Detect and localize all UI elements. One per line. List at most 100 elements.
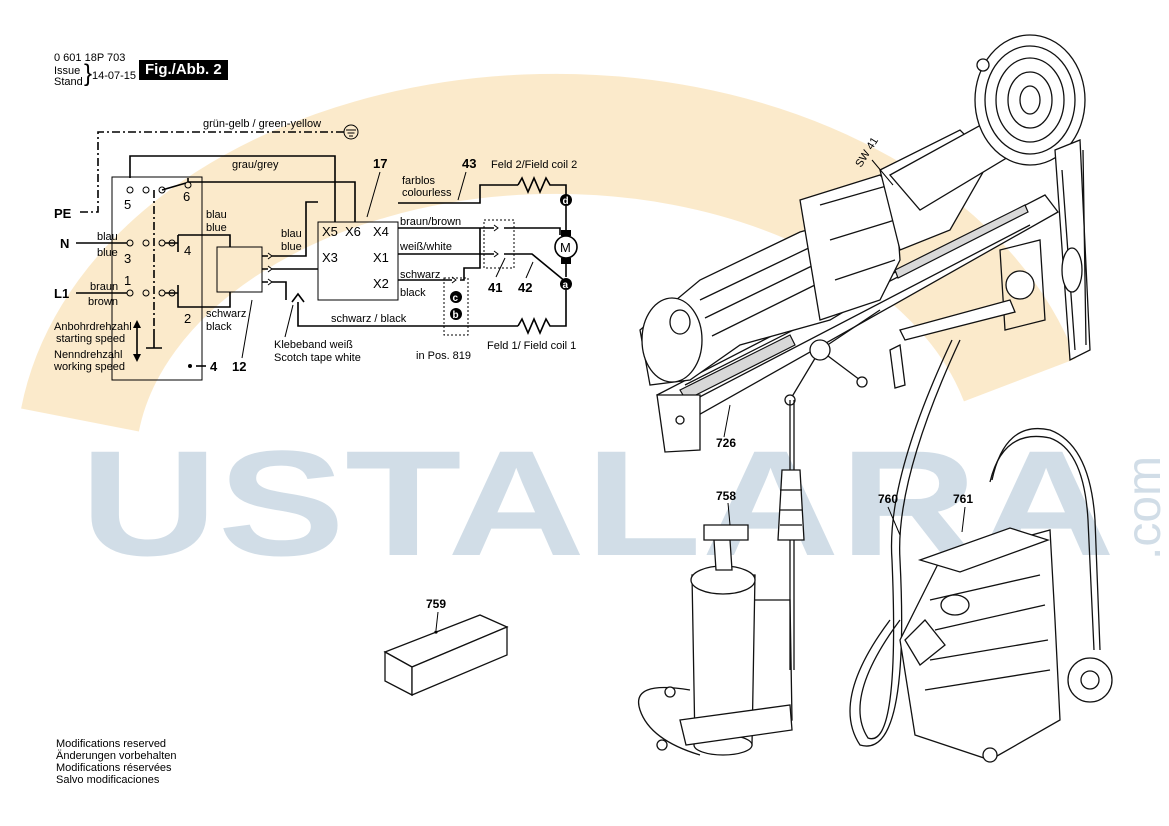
footer-line-2: Änderungen vorbehalten [56,750,177,762]
wire-12-tape [272,281,287,300]
work-speed-en: working speed [53,361,125,373]
node-a-label: a [563,280,569,291]
terminal-4-dot [188,364,192,368]
start-speed-de: Anbohrdrehzahl [54,321,132,333]
ref-42-leader [525,261,534,279]
work-speed-de: Nenndrehzahl [54,349,123,361]
switch-contacts [126,181,192,303]
c12-black-de: schwarz [206,308,246,320]
c12-black-en: black [206,321,232,333]
tape-leader [284,304,294,338]
colourless-wire [398,184,518,204]
node-a [560,278,572,290]
field-coil-1 [517,290,567,336]
switch-frame [111,176,203,381]
watermark-arc [21,73,1077,433]
part-760: 760 [878,492,898,506]
wire-6-x6 [187,178,356,222]
field-coil-2-label: Feld 2/Field coil 2 [491,159,577,171]
core-drill-rig: SW 41 726 [639,34,1091,670]
x2-black-en: black [400,287,426,299]
node-b-label: b [453,310,459,321]
terminal-5: 5 [124,197,131,212]
ref-41-leader [495,257,506,278]
black-black-label: schwarz / black [331,313,407,325]
earth-wire-label: grün-gelb / green-yellow [203,118,321,130]
footer-line-4: Salvo modificaciones [56,774,160,786]
water-tap [777,469,805,541]
part-number: 0 601 18P 703 [54,52,126,64]
ref-41: 41 [488,280,502,295]
white-wire [398,253,567,283]
tape-label-en: Scotch tape white [274,352,361,364]
terminal-6: 6 [183,189,190,204]
part-758: 758 [716,489,736,503]
motor-brush-top [561,230,571,236]
x3-blue-de: blau [281,228,302,240]
ref-43: 43 [462,156,476,171]
drill-top-disc [974,34,1086,166]
part-759: 759 [426,597,446,611]
c12-blue-de: blau [206,209,227,221]
motor-label: M [560,240,571,255]
brown-wire [398,227,561,235]
controller-17 [317,221,399,301]
watermark: USTALARA .com [21,73,1169,587]
n-blue-en: blue [97,247,118,259]
x2-black-de: schwarz [400,269,440,281]
earth-icon [343,124,359,140]
brown-wire-label: braun/brown [400,216,461,228]
pos-819-frame [443,277,469,336]
motor-end-cap [641,297,703,383]
white-wire-label: weiß/white [399,241,452,253]
part-761: 761 [953,492,973,506]
grey-wire [129,155,336,222]
tape-icon [291,292,305,303]
x3-blue-en: blue [281,241,302,253]
field-coil-1-label: Feld 1/ Field coil 1 [487,340,576,352]
vacuum-handle [991,428,1101,651]
issue-brace: } [84,60,93,87]
l1-label: L1 [54,286,69,301]
node-c-label: c [453,293,459,304]
ref-17-leader [366,171,381,218]
c12-blue-en: blue [206,222,227,234]
terminal-4: 4 [184,243,191,258]
issue-date: 14-07-15 [92,70,137,82]
colourless-en: colourless [402,187,452,199]
motor-icon [554,235,578,259]
speed-arrow-icon [133,320,162,362]
terminal-x4: X4 [373,224,389,239]
wire-tape-field1 [297,302,518,327]
water-tank-758: 758 [637,489,793,756]
connector-41 [483,219,515,269]
stand-label: Stand [54,76,83,88]
in-pos-819: in Pos. 819 [416,350,471,362]
node-d [560,194,572,206]
terminal-x3: X3 [322,250,338,265]
footer-notes: Modifications reserved Änderungen vorbeh… [56,738,176,786]
wire-12-x5 [272,201,318,257]
wire-2-12 [177,292,231,308]
ref-12: 12 [232,359,246,374]
node-b [450,308,462,320]
motor-brush-bottom [561,258,571,264]
node-c [450,291,462,303]
chalk-block-759: 759 [383,597,509,697]
start-speed-en: starting speed [56,333,125,345]
wire-4-12 [178,234,231,247]
ref-43-leader [457,171,467,201]
n-blue-de: blau [97,231,118,243]
part-726: 726 [716,436,736,450]
ref-17: 17 [373,156,387,171]
adjust-lever [899,299,1016,341]
pe-label: PE [54,206,72,221]
vacuum-761: 760 761 [849,339,1113,763]
l1-brown-de: braun [90,281,118,293]
ref-4: 4 [210,359,218,374]
wiring-diagram: grün-gelb / green-yellow grau/grey 5 6 3… [53,118,578,381]
vacuum-hose [849,339,961,747]
tape-label-de: Klebeband weiß [274,339,353,351]
grey-wire-label: grau/grey [232,159,279,171]
field-coil-2 [517,175,567,198]
